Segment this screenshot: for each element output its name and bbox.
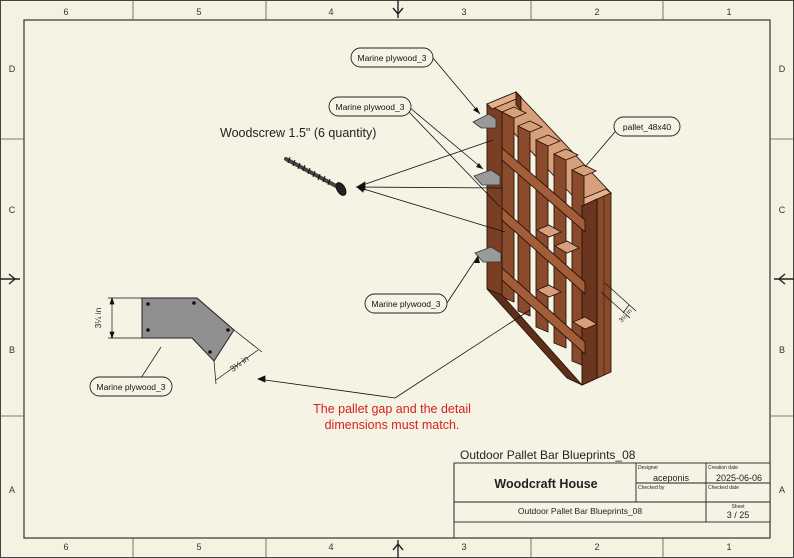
leader-arrowheads	[473, 107, 483, 263]
note-line-2: dimensions must match.	[325, 418, 460, 432]
callout-pallet-text: pallet_48x40	[623, 122, 671, 132]
callout-plywood-mid-text: Marine plywood_3	[336, 102, 405, 112]
note-leader	[256, 309, 531, 399]
callout-plywood-low-text: Marine plywood_3	[372, 299, 441, 309]
callout-leaders	[408, 57, 621, 304]
zone-left-d: D	[9, 64, 16, 74]
zone-bottom-3: 3	[461, 542, 466, 552]
project-title: Outdoor Pallet Bar Blueprints_08	[460, 448, 636, 462]
zone-left-b: B	[9, 345, 15, 355]
callout-plywood-low: Marine plywood_3	[364, 293, 448, 314]
zone-top-4: 4	[328, 7, 333, 17]
callout-plywood-detail: Marine plywood_3	[89, 376, 173, 397]
designer-label: Designer	[638, 465, 658, 471]
zone-top-1: 1	[726, 7, 731, 17]
file-name: Outdoor Pallet Bar Blueprints_08	[518, 506, 643, 516]
callout-plywood-top: Marine plywood_3	[350, 47, 434, 68]
checked-date-label: Checked date	[708, 485, 739, 491]
zone-bottom-6: 6	[63, 542, 68, 552]
sheet-label: Sheet	[731, 504, 745, 510]
checked-by-label: Checked by	[638, 485, 665, 491]
zone-right-b: B	[779, 345, 785, 355]
creation-date-value: 2025-06-06	[716, 473, 762, 483]
sheet-value: 3 / 25	[727, 510, 750, 520]
callout-plywood-detail-text: Marine plywood_3	[97, 382, 166, 392]
callout-plywood-mid: Marine plywood_3	[328, 96, 412, 117]
creation-date-label: Creation date	[708, 465, 738, 471]
zone-bottom-5: 5	[196, 542, 201, 552]
pallet-48x40	[486, 90, 612, 386]
designer-value: aceponis	[653, 473, 690, 483]
zone-bottom-4: 4	[328, 542, 333, 552]
screw-label: Woodscrew 1.5" (6 quantity)	[220, 126, 376, 140]
detail-height-dim: 3¼ in	[93, 307, 103, 328]
zone-right-c: C	[779, 205, 786, 215]
zone-left-a: A	[9, 485, 15, 495]
title-block	[453, 462, 771, 538]
zone-top-3: 3	[461, 7, 466, 17]
zone-top-5: 5	[196, 7, 201, 17]
callout-plywood-top-text: Marine plywood_3	[358, 53, 427, 63]
company-name: Woodcraft House	[494, 477, 597, 491]
zone-bottom-1: 1	[726, 542, 731, 552]
zone-left-c: C	[9, 205, 16, 215]
plywood-brackets	[472, 113, 502, 263]
zone-right-d: D	[779, 64, 786, 74]
zone-top-2: 2	[594, 7, 599, 17]
zone-bottom-2: 2	[594, 542, 599, 552]
woodscrew-icon	[284, 156, 347, 196]
detail-dimensions	[108, 296, 263, 385]
screw-leaders	[355, 139, 506, 233]
zone-top-6: 6	[63, 7, 68, 17]
note-line-1: The pallet gap and the detail	[313, 402, 471, 416]
zone-right-a: A	[779, 485, 785, 495]
callout-pallet: pallet_48x40	[613, 116, 681, 137]
pallet-gap-dimension	[600, 282, 637, 319]
